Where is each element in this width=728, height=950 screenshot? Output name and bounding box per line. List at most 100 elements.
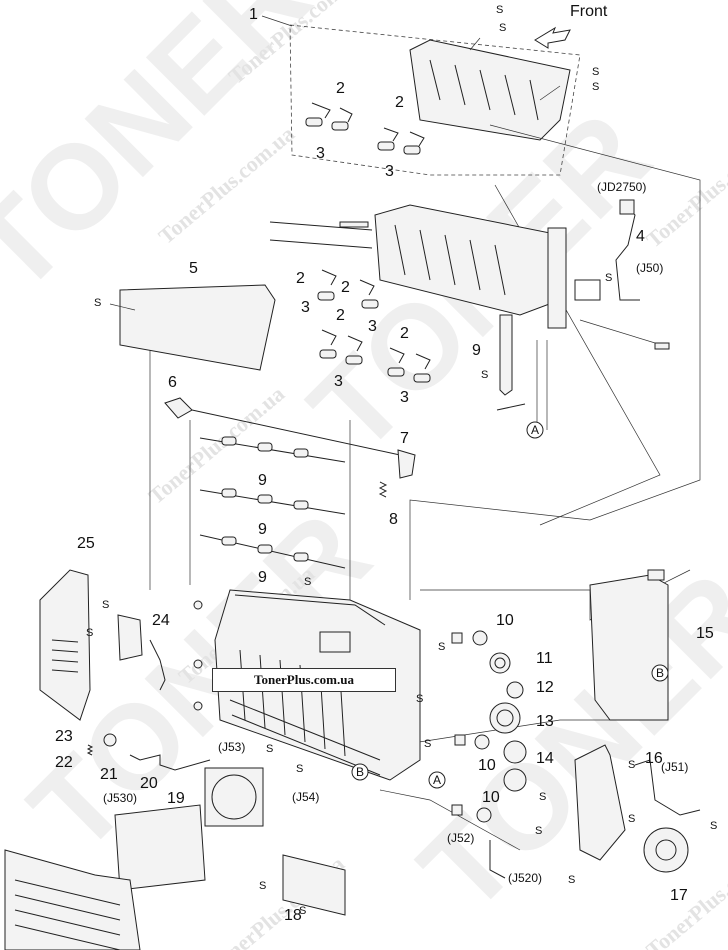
connector-label: (J53) [218, 740, 245, 754]
screw-marker: S [424, 738, 431, 750]
reference-mark-circle [526, 421, 544, 439]
part-label: 5 [189, 260, 198, 277]
cable-harness [634, 759, 701, 816]
part-label: 8 [389, 511, 398, 528]
connector-label: (J52) [447, 831, 474, 845]
roller-set [317, 269, 431, 383]
gear-train [451, 630, 527, 823]
part-label: 2 [336, 307, 345, 324]
screw-marker: S [710, 820, 717, 832]
assembly-boundary [289, 24, 581, 176]
release-lever [397, 449, 416, 479]
screw [654, 342, 670, 350]
reference-mark-circle [428, 771, 446, 789]
part-label: 2 [341, 279, 350, 296]
motor-hub [655, 839, 677, 861]
reference-letters: A A B B [356, 423, 664, 787]
part-label: 10 [482, 789, 500, 806]
spring [378, 481, 388, 498]
part-label: 3 [385, 163, 394, 180]
part-label: 24 [152, 612, 170, 629]
part-label: 6 [168, 374, 177, 391]
motor-bracket [117, 614, 143, 661]
reference-letter: B [356, 765, 364, 779]
connector-block [619, 199, 635, 215]
paper-guide-plate [409, 39, 571, 141]
part-label: 10 [496, 612, 514, 629]
bracket-plate [574, 279, 601, 301]
part-label: 16 [645, 750, 663, 767]
pin [496, 403, 526, 411]
screw-marker: S [296, 763, 303, 775]
connector-labels: (JD2750) (J50) (J53) (J54) (J530) (J51) … [103, 180, 688, 885]
hinge-bracket [164, 397, 193, 419]
watermark-caption-box: TonerPlus.com.ua [212, 668, 396, 692]
part-label: 9 [258, 569, 267, 586]
board-mount [319, 631, 351, 653]
connector-label: (J54) [292, 790, 319, 804]
part-label: 3 [316, 145, 325, 162]
screw-marker: S [592, 66, 599, 78]
spring [86, 744, 94, 756]
screw-marker: S [628, 813, 635, 825]
drive-motor [643, 827, 689, 873]
part-label: 3 [334, 373, 343, 390]
screw-marker: S [86, 627, 93, 639]
transport-assembly [269, 199, 670, 411]
actuator [103, 733, 117, 747]
shaft-pin [269, 221, 373, 231]
shaft-pin [339, 221, 369, 228]
guide-ribs [429, 59, 539, 121]
leader-line [469, 37, 481, 51]
screw-marker: S [266, 743, 273, 755]
part-label: 25 [77, 535, 95, 552]
screw-marker: S [94, 297, 101, 309]
watermark-logo: TONER [395, 547, 728, 937]
part-label: 4 [636, 228, 645, 245]
leader-line [579, 319, 666, 347]
screw-marker: S [499, 22, 506, 34]
part-label: 14 [536, 750, 554, 767]
fan-blades [211, 774, 257, 820]
cable-harness [129, 754, 211, 771]
screw-markers: S S S S S S S S S S S S S S S S S S S S … [86, 4, 717, 917]
part-label: 2 [395, 94, 404, 111]
connector-label: (J51) [661, 760, 688, 774]
screw-marker: S [496, 4, 503, 16]
front-arrow-icon [534, 26, 571, 49]
part-label: 12 [536, 679, 554, 696]
leader-line [261, 15, 293, 27]
frame-ribs [394, 224, 506, 296]
screw-marker: S [568, 874, 575, 886]
connector-label: (J50) [636, 261, 663, 275]
roller-shaft-group [199, 436, 346, 569]
leader-line [539, 85, 561, 101]
part-label: 18 [284, 907, 302, 924]
part-number-labels: 1 2 2 3 3 4 5 6 7 8 9 9 9 9 10 10 10 11 … [55, 6, 714, 924]
part-label: 20 [140, 775, 158, 792]
part-label: 22 [55, 754, 73, 771]
screw-marker: S [416, 693, 423, 705]
part-label: 9 [472, 342, 481, 359]
front-cover [4, 849, 141, 950]
screw-marker: S [438, 641, 445, 653]
cooling-fan [204, 767, 264, 827]
side-bracket [547, 227, 567, 329]
part-label: 17 [670, 887, 688, 904]
roller-set [305, 102, 425, 155]
frame-top [234, 594, 386, 626]
part-label: 1 [249, 6, 258, 23]
reference-mark-circle [651, 664, 669, 682]
assembly-lines [149, 124, 701, 851]
cover-vents [51, 639, 79, 673]
screw-marker: S [102, 599, 109, 611]
side-cover [119, 284, 276, 371]
fan-duct [114, 804, 206, 891]
part-label: 2 [400, 325, 409, 342]
part-label: 10 [478, 757, 496, 774]
part-label: 2 [336, 80, 345, 97]
front-label: Front [570, 3, 608, 20]
long-shaft [191, 409, 401, 456]
